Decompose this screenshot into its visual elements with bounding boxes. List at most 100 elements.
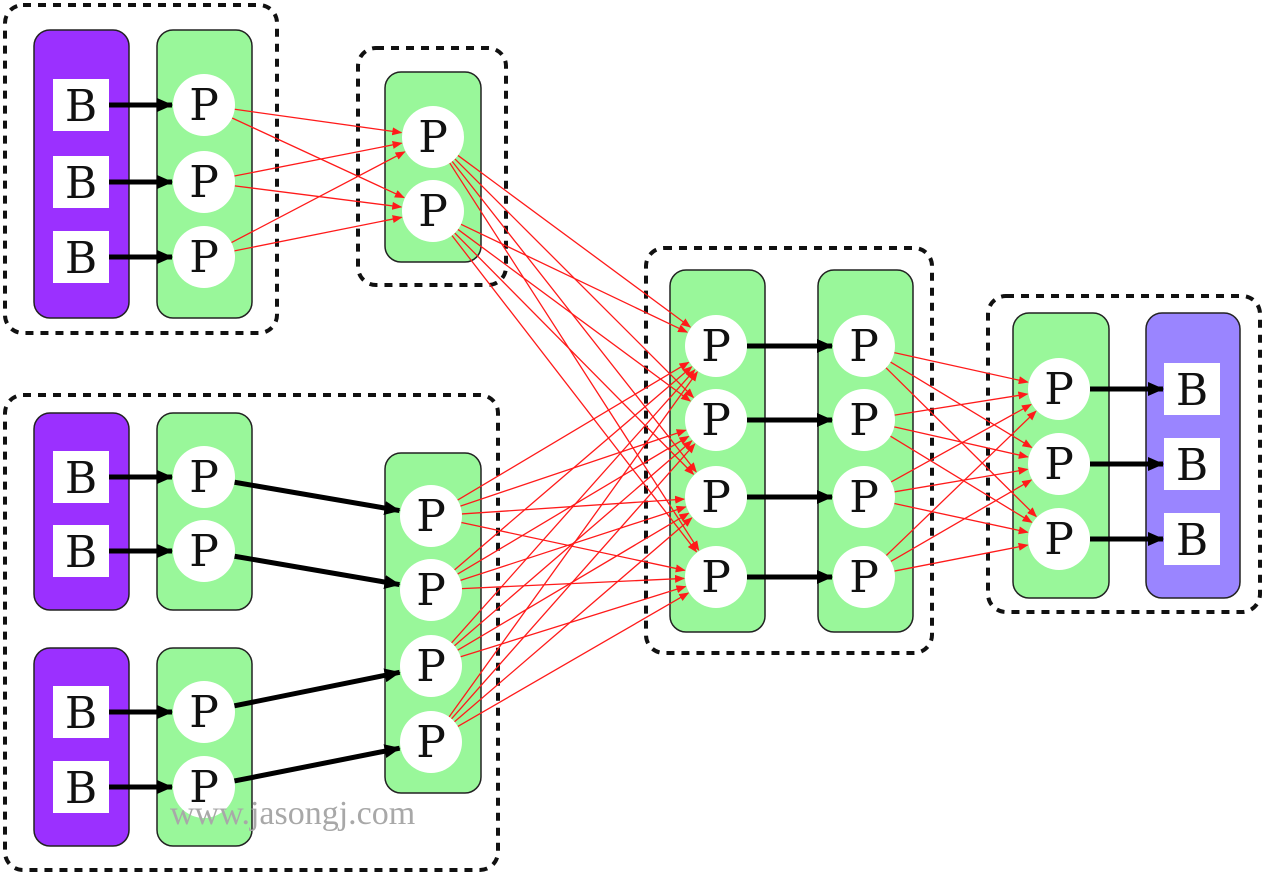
edges-layer bbox=[109, 98, 1164, 794]
broker-box bbox=[53, 686, 109, 738]
shuffle-edge bbox=[894, 426, 1029, 459]
shuffle-edge bbox=[890, 479, 1033, 563]
broker-label: B bbox=[1176, 440, 1208, 491]
processor-circle bbox=[1028, 433, 1090, 495]
processor-circle bbox=[173, 74, 235, 136]
processor-circle bbox=[173, 226, 235, 288]
shuffle-edge bbox=[890, 403, 1032, 483]
forward-edge bbox=[234, 479, 401, 515]
processor-node: P bbox=[833, 389, 895, 451]
broker-label: B bbox=[65, 158, 97, 209]
processor-label: P bbox=[701, 552, 731, 603]
processor-circle bbox=[173, 446, 235, 508]
broker-node: B bbox=[53, 761, 109, 814]
broker-label: B bbox=[1176, 515, 1208, 566]
shuffle-edge bbox=[448, 371, 698, 718]
processor-node: P bbox=[685, 315, 747, 377]
processor-circle bbox=[833, 389, 895, 451]
group-box-center bbox=[644, 246, 934, 655]
broker-node: B bbox=[53, 79, 109, 132]
shuffle-edge bbox=[894, 502, 1029, 535]
processor-node: P bbox=[402, 106, 464, 168]
processor-label: P bbox=[416, 565, 446, 616]
processor-node: P bbox=[685, 546, 747, 608]
broker-node: B bbox=[1164, 438, 1220, 491]
broker-box bbox=[53, 79, 109, 131]
shuffle-edge bbox=[894, 352, 1029, 385]
processor-circle bbox=[833, 315, 895, 377]
processor-circle bbox=[1028, 508, 1090, 570]
processor-node: P bbox=[173, 446, 235, 508]
processor-circle bbox=[400, 711, 462, 773]
broker-label: B bbox=[65, 81, 97, 132]
broker-box bbox=[53, 231, 109, 283]
processor-circle bbox=[173, 151, 235, 213]
processor-label: P bbox=[189, 232, 219, 283]
shuffle-edge bbox=[457, 361, 690, 501]
processor-circle bbox=[173, 520, 235, 582]
watermark: www.jasongj.com bbox=[170, 795, 415, 832]
processor-label: P bbox=[1044, 514, 1074, 565]
processor-node: P bbox=[400, 635, 462, 697]
processor-label: P bbox=[416, 641, 446, 692]
broker-node: B bbox=[53, 231, 109, 284]
processor-circle bbox=[400, 559, 462, 621]
shuffle-edge bbox=[894, 391, 1029, 416]
broker-label: B bbox=[65, 233, 97, 284]
broker-box bbox=[53, 451, 109, 503]
broker-box bbox=[1164, 363, 1220, 415]
processor-label: P bbox=[849, 472, 879, 523]
processor-label: P bbox=[189, 526, 219, 577]
broker-label: B bbox=[65, 688, 97, 739]
shuffle-edge bbox=[461, 574, 686, 590]
processor-node: P bbox=[833, 546, 895, 608]
shuffle-edge bbox=[894, 542, 1029, 572]
processor-label: P bbox=[416, 491, 446, 542]
broker-node: B bbox=[53, 451, 109, 504]
broker-box bbox=[53, 156, 109, 208]
processor-node: P bbox=[1028, 358, 1090, 420]
shuffle-edge bbox=[451, 443, 696, 720]
shuffle-edge bbox=[885, 410, 1037, 556]
shuffle-edge bbox=[461, 521, 686, 573]
broker-node: B bbox=[1164, 363, 1220, 416]
shuffle-edge bbox=[449, 162, 700, 551]
shuffle-edge bbox=[460, 585, 687, 658]
processor-node: P bbox=[1028, 433, 1090, 495]
group-box-top-middle bbox=[356, 46, 508, 287]
group-box-right bbox=[986, 294, 1262, 614]
processor-label: P bbox=[416, 717, 446, 768]
shuffle-edge bbox=[234, 215, 403, 252]
processor-node: P bbox=[685, 389, 747, 451]
processor-node: P bbox=[833, 315, 895, 377]
forward-edge bbox=[233, 744, 401, 784]
broker-label: B bbox=[1176, 365, 1208, 416]
shuffle-edge bbox=[234, 140, 403, 177]
processor-node: P bbox=[400, 711, 462, 773]
forward-edge bbox=[233, 668, 401, 709]
processor-node: P bbox=[173, 151, 235, 213]
shuffle-edge bbox=[451, 160, 697, 473]
broker-box bbox=[1164, 438, 1220, 490]
broker-node: B bbox=[53, 525, 109, 578]
forward-edge bbox=[234, 553, 401, 589]
processor-label: P bbox=[701, 472, 731, 523]
broker-box bbox=[1164, 513, 1220, 565]
broker-label: B bbox=[65, 527, 97, 578]
processor-circle bbox=[400, 635, 462, 697]
broker-label: B bbox=[65, 763, 97, 814]
processor-label: P bbox=[418, 112, 448, 163]
processor-label: P bbox=[701, 395, 731, 446]
shuffle-edge bbox=[451, 369, 696, 644]
processor-label: P bbox=[189, 452, 219, 503]
processor-node: P bbox=[173, 226, 235, 288]
processor-circle bbox=[833, 546, 895, 608]
processor-label: P bbox=[849, 321, 879, 372]
shuffle-edge bbox=[231, 151, 406, 244]
processor-node: P bbox=[173, 756, 235, 818]
processor-node: P bbox=[173, 520, 235, 582]
processor-circle bbox=[685, 315, 747, 377]
processor-node: P bbox=[1028, 508, 1090, 570]
processor-node: P bbox=[685, 466, 747, 528]
